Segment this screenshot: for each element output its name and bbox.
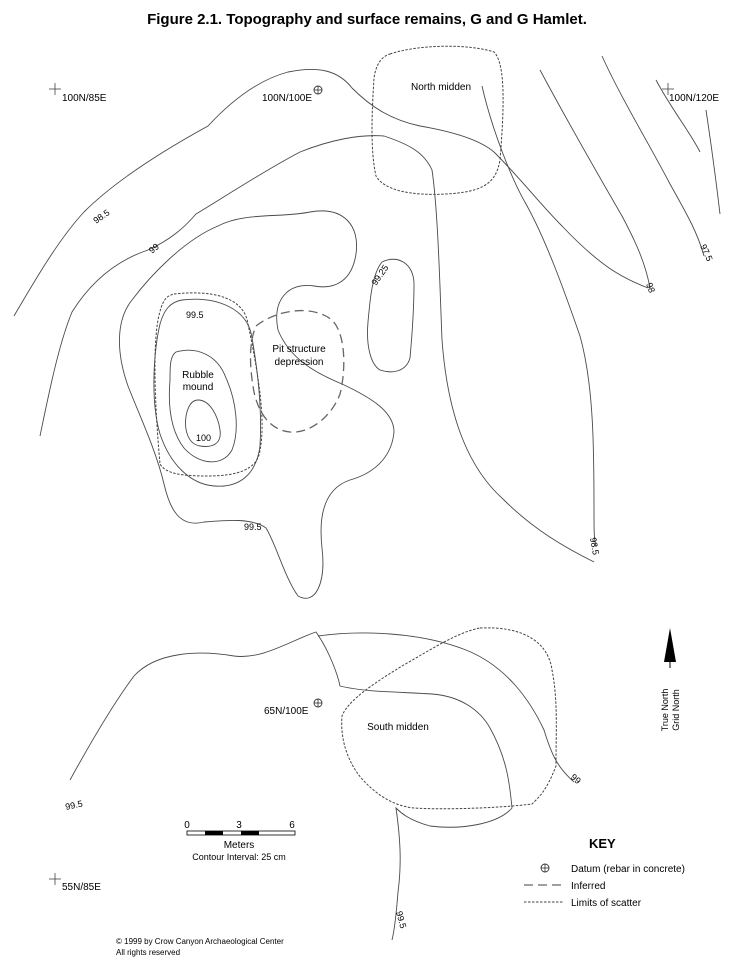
contour-97-5 (601, 55, 705, 257)
pit-structure-label-line1: Pit structure (272, 344, 326, 355)
contour-interval: Contour Interval: 25 cm (192, 852, 286, 862)
contour-99 (39, 135, 595, 563)
map-key: KEY Datum (rebar in concrete) Inferred L… (524, 836, 685, 909)
contour-label: 99.5 (394, 910, 408, 930)
datum-icon (313, 85, 323, 95)
grid-label-100n-100e: 100N/100E (262, 93, 312, 104)
key-heading: KEY (589, 836, 616, 851)
contour-98-5-northwest (13, 69, 649, 317)
scatter-limits (154, 45, 557, 810)
contour-label: 98 (644, 281, 657, 294)
north-arrow-icon (664, 628, 676, 662)
grid-label-100n-85e: 100N/85E (62, 93, 107, 104)
scale-tick-3: 3 (236, 820, 242, 831)
contour-100 (185, 399, 221, 447)
contour-label: 98.5 (91, 207, 111, 225)
scale-tick-6: 6 (289, 820, 295, 831)
copyright-line2: All rights reserved (116, 948, 180, 957)
north-midden-scatter (371, 45, 504, 195)
contour-label: 97.5 (698, 243, 714, 263)
contour-labels: 98.5 99 99.25 99.5 100 99.5 99.5 99.5 97… (64, 207, 714, 929)
contour-label: 99.5 (186, 310, 204, 320)
grid-crosshairs (49, 83, 674, 885)
key-inferred-label: Inferred (571, 881, 605, 892)
key-scatter-label: Limits of scatter (571, 898, 642, 909)
contour-label: 99 (569, 772, 583, 786)
contour-99-5-south (69, 631, 513, 941)
contour-lines (13, 55, 721, 941)
contour-97-25 (655, 79, 701, 153)
scale-tick-0: 0 (184, 820, 190, 831)
pit-structure-label-line2: depression (275, 357, 324, 368)
contour-99-5-center (119, 210, 395, 599)
grid-label-55n-85e: 55N/85E (62, 882, 101, 893)
datum-icon (313, 698, 323, 708)
contour-label: 99.5 (244, 522, 262, 532)
contour-98-5-east (481, 85, 597, 547)
grid-north-label: Grid North (671, 689, 681, 731)
pit-structure-outline (249, 309, 345, 433)
true-north-label: True North (660, 689, 670, 732)
south-midden-label-line1: South midden (367, 722, 429, 733)
scale-bar: 0 3 6 Meters Contour Interval: 25 cm (184, 820, 296, 862)
scale-unit: Meters (224, 840, 255, 851)
rubble-mound-label-line2: mound (183, 382, 214, 393)
datum-icon (540, 863, 550, 873)
grid-label-100n-120e: 100N/120E (669, 93, 719, 104)
south-midden-scatter (341, 627, 557, 810)
north-midden-label: North midden (411, 82, 471, 93)
key-datum-label: Datum (rebar in concrete) (571, 864, 685, 875)
contour-99-75 (168, 349, 237, 463)
contour-label: 99 (147, 241, 161, 255)
grid-label-65n-100e: 65N/100E (264, 706, 309, 717)
rubble-mound-scatter (154, 292, 263, 477)
contour-label: 100 (196, 433, 211, 443)
copyright-line1: © 1999 by Crow Canyon Archaeological Cen… (116, 937, 284, 946)
rubble-mound-label-line1: Rubble (182, 370, 214, 381)
contour-label: 98.5 (588, 537, 601, 556)
figure-title: Figure 2.1. Topography and surface remai… (147, 11, 587, 28)
contour-label: 99.25 (369, 263, 390, 287)
contour-99-southeast (317, 632, 575, 783)
contour-97 (705, 109, 721, 215)
contour-99-25 (367, 258, 415, 373)
datum-markers (313, 85, 323, 708)
contour-label: 99.5 (64, 799, 83, 812)
contour-98 (539, 69, 651, 289)
north-arrow: True North Grid North (660, 628, 681, 731)
